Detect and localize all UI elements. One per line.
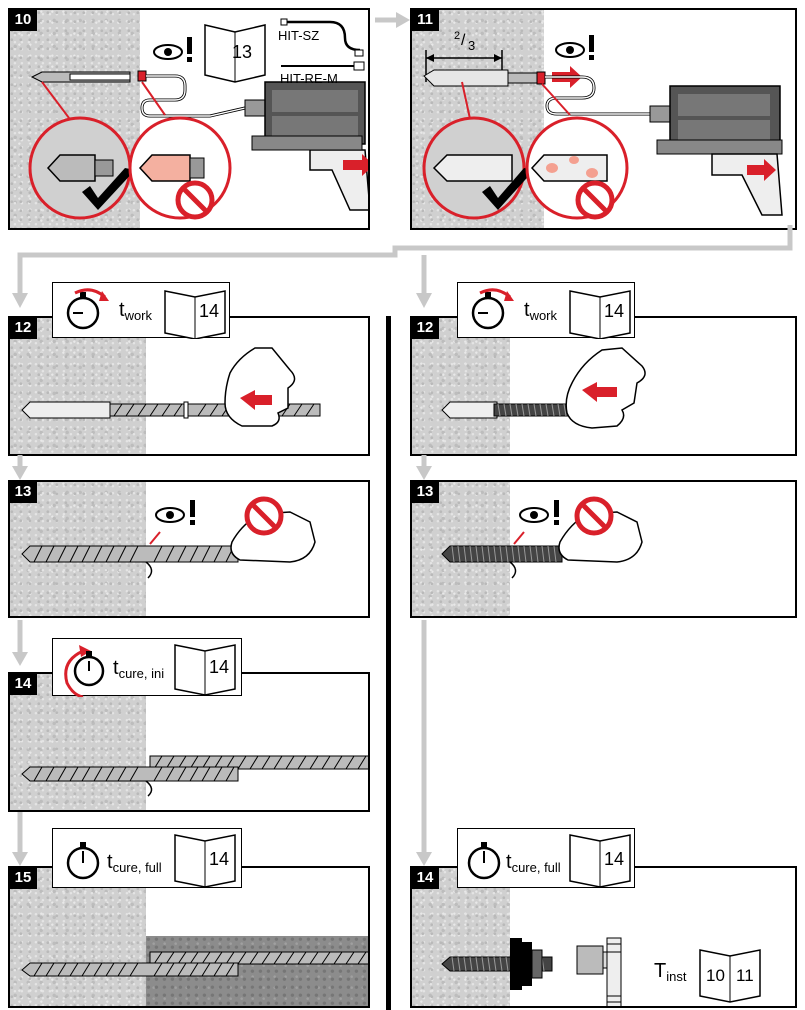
manual-page-ref: 14 [209, 849, 230, 869]
prohibited-icon [175, 180, 215, 220]
column-divider [386, 316, 391, 1010]
eye-icon [153, 37, 192, 62]
dimension-two-thirds [425, 50, 503, 82]
step-15-left-panel: 15 [8, 866, 370, 1008]
manual-page-ref: 13 [232, 42, 253, 62]
stopwatch-icon [467, 842, 501, 880]
arrow-icon [64, 649, 84, 697]
step-12-right-panel: 12 [410, 316, 797, 456]
hand-icon [565, 347, 646, 429]
step-12-left-panel: 12 [8, 316, 370, 456]
step-15-left-info: tcure, full 14 [52, 828, 242, 888]
step-14-right-panel: 14 Tinst 10 11 [410, 866, 797, 1008]
concrete-block [412, 868, 510, 1006]
concrete-block [412, 318, 510, 454]
manual-page-ref-left: 10 [706, 966, 725, 985]
rebar-icon [21, 962, 239, 977]
fixture-plate-icon [510, 938, 543, 990]
step-number: 10 [10, 10, 37, 31]
fraction-slash: / [461, 32, 466, 49]
step-number: 11 [412, 10, 439, 31]
magnifier-correct [422, 116, 534, 220]
manual-page-ref-right: 11 [736, 966, 754, 985]
mixer-extension-icon [30, 70, 246, 118]
step-number: 15 [10, 868, 37, 889]
fraction-denominator: 3 [468, 38, 476, 53]
manual-book-icon [174, 644, 236, 696]
step-10-panel: 10 [8, 8, 370, 230]
manual-book-icon [164, 290, 226, 339]
arrow-icon [582, 382, 617, 402]
time-label: twork [524, 299, 558, 323]
rebar-icon [21, 766, 239, 797]
manual-book-icon [569, 834, 631, 888]
magnifier-correct [28, 116, 135, 220]
step-number: 12 [10, 318, 37, 339]
rebar-icon [149, 951, 368, 965]
hand-icon [224, 347, 296, 427]
manual-page-ref: 14 [209, 657, 230, 677]
time-label: twork [119, 299, 153, 323]
manual-page-ref: 14 [199, 301, 220, 321]
stopwatch-icon [66, 292, 100, 330]
manual-book-icon [174, 834, 236, 888]
time-label: tcure, full [506, 851, 561, 875]
arrow-icon [343, 154, 368, 176]
concrete-block [10, 868, 146, 1006]
stopwatch-icon [471, 292, 505, 330]
step-13-right-panel: 13 [410, 480, 797, 618]
manual-page-ref: 14 [604, 849, 625, 869]
arrow-11-to-12 [17, 225, 793, 295]
prohibited-icon [575, 180, 615, 220]
step-number: 14 [412, 868, 439, 889]
fraction-numerator: 2 [454, 30, 461, 42]
step-number: 13 [10, 482, 37, 503]
time-label: tcure, full [107, 851, 162, 875]
step-14-right-info: tcure, full 14 [457, 828, 635, 888]
step-11-panel: 11 [410, 8, 797, 230]
manual-page-ref: 14 [604, 301, 625, 321]
stopwatch-icon [66, 842, 100, 880]
step-number: 12 [412, 318, 439, 339]
eye-icon [555, 35, 594, 60]
concrete-block [10, 318, 146, 454]
manual-book-icon [699, 949, 761, 1003]
checkmark-icon [482, 168, 534, 210]
magnifier-incorrect [128, 116, 232, 220]
checkmark-icon [82, 168, 135, 210]
manual-book-icon [204, 24, 266, 83]
stopwatch-icon [73, 651, 105, 687]
step-12-right-info: twork 14 [457, 282, 635, 339]
time-label: tcure, ini [113, 657, 165, 681]
eye-icon [519, 500, 559, 525]
arrow-icon [479, 288, 511, 299]
rebar-icon [149, 755, 368, 770]
arrow-icon [240, 390, 272, 410]
step-13-left-panel: 13 [8, 480, 370, 618]
step-12-left-info: twork 14 [52, 282, 230, 339]
step-number: 14 [10, 674, 37, 695]
torque-label: Tinst [654, 960, 687, 984]
label-hit-sz: HIT-SZ [278, 28, 320, 43]
eye-icon [155, 500, 195, 525]
torque-wrench-icon [576, 937, 622, 1006]
prohibited-icon [244, 496, 284, 536]
step-14-left-info: tcure, ini 14 [52, 638, 242, 697]
manual-book-icon [569, 290, 631, 339]
magnifier-incorrect [525, 116, 629, 220]
piston-plug-icon [280, 18, 365, 71]
prohibited-icon [574, 496, 614, 536]
arrow-icon [74, 288, 106, 299]
step-number: 13 [412, 482, 439, 503]
label-hit-re-m: HIT-RE-M [280, 71, 338, 86]
